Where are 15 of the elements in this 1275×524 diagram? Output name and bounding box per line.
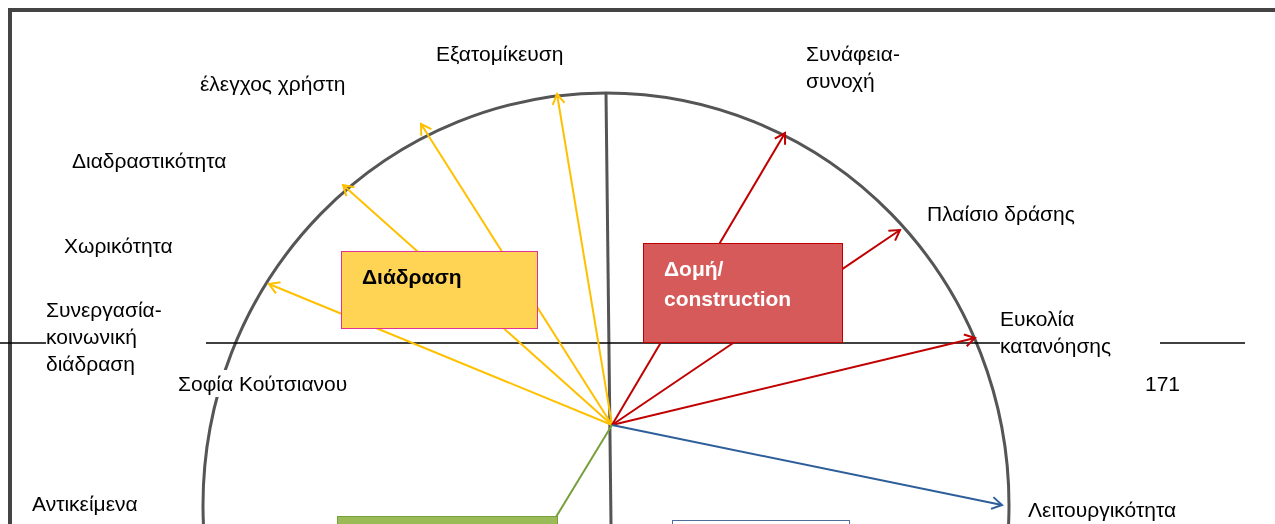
category-box: Διάδραση <box>341 251 538 329</box>
aspect-label: Πλαίσιο δράσης <box>927 200 1127 227</box>
arrow <box>611 333 976 426</box>
aspect-label: Λειτουργικότητα <box>1028 496 1218 523</box>
aspect-label: Εξατομίκευση <box>436 40 616 67</box>
aspect-label: Διαδραστικότητα <box>72 147 292 174</box>
aspect-label: Συνάφεια- συνοχή <box>806 40 946 94</box>
aspect-label: Χωρικότητα <box>64 232 224 259</box>
aspect-label: έλεγχος χρήστη <box>200 70 400 97</box>
category-box: Δομή/ construction <box>643 243 843 343</box>
aspect-label: Αντικείμενα <box>32 490 182 517</box>
connector-line <box>555 424 613 518</box>
author-name: Σοφία Κούτσιανου <box>178 370 348 397</box>
arrow <box>611 424 1003 510</box>
arrow <box>268 281 613 426</box>
